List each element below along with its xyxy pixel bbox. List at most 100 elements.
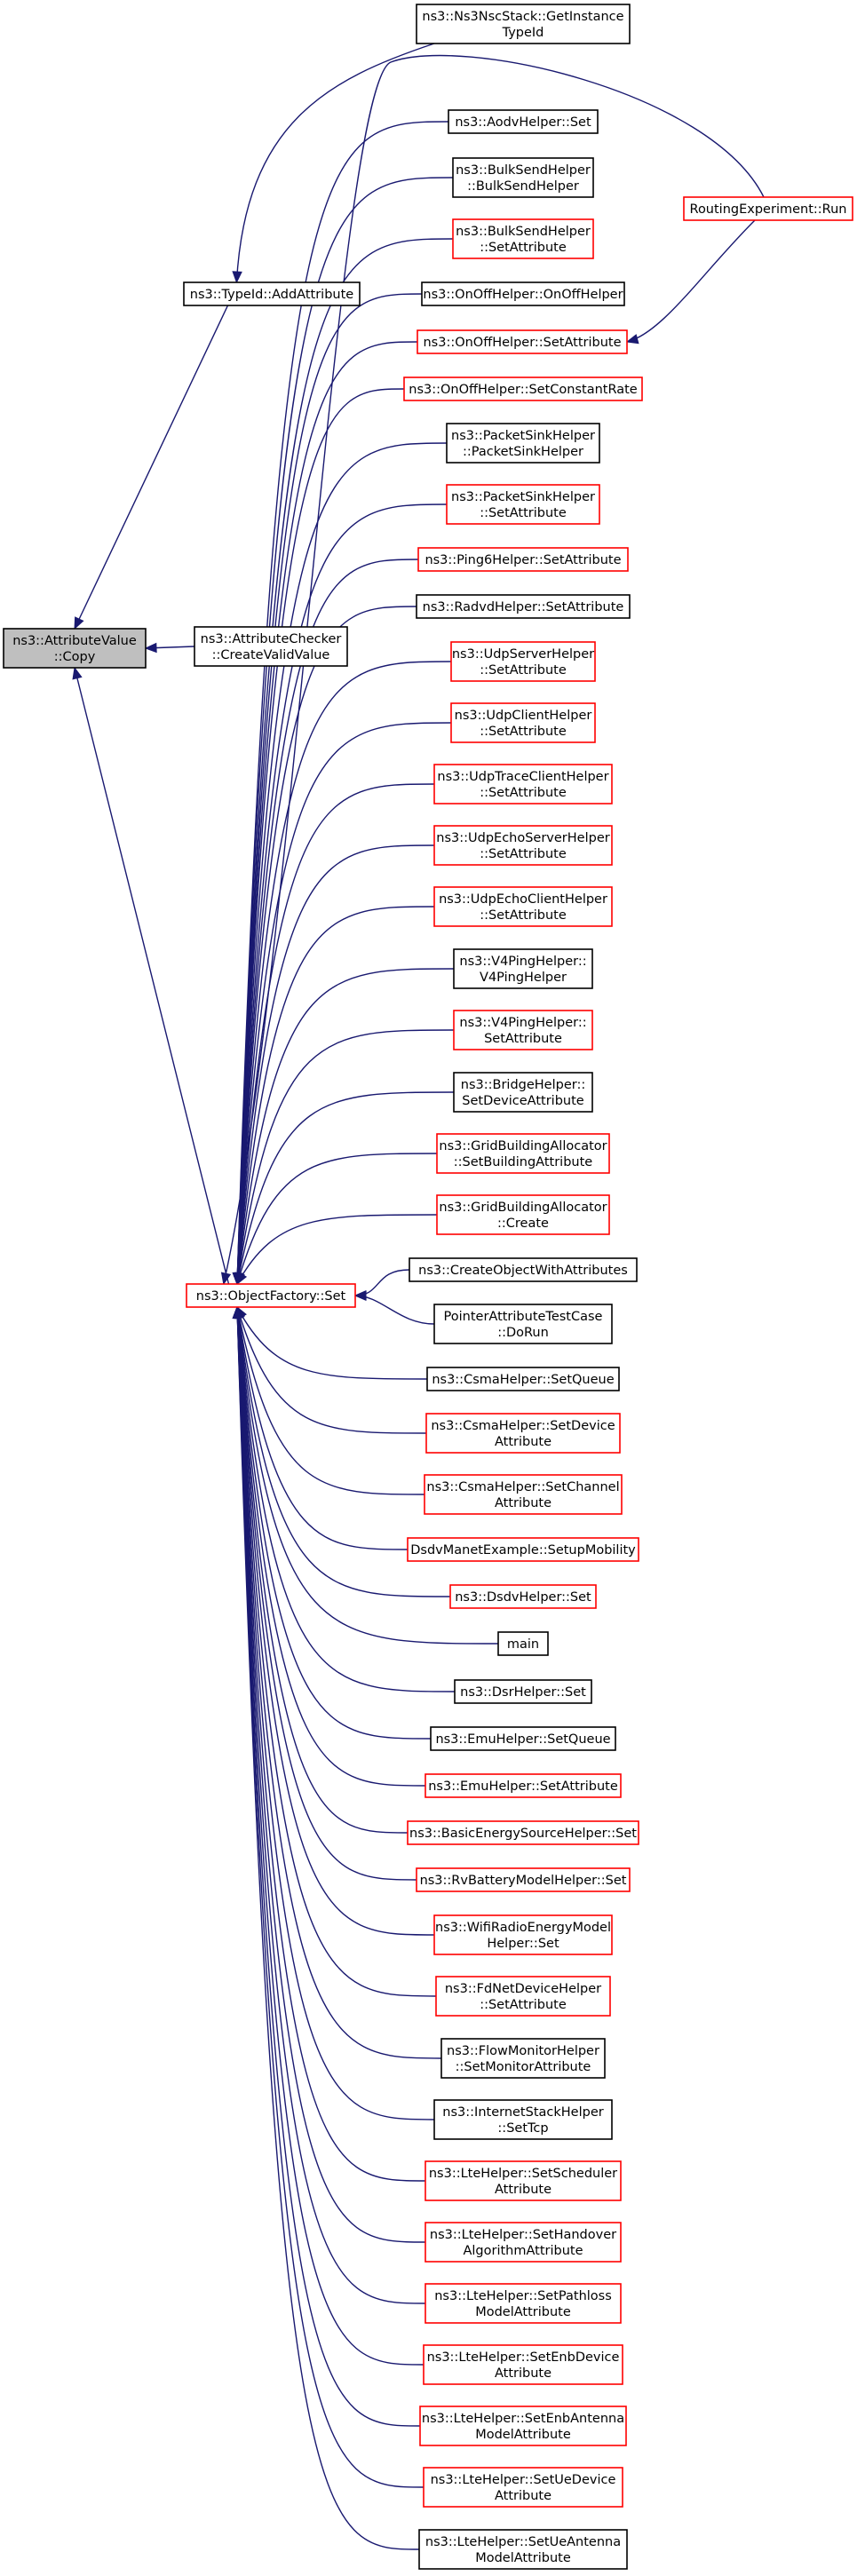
- node-box-udpclient: [450, 702, 596, 743]
- node-label-onoffset-0: ns3::OnOffHelper::SetAttribute: [423, 336, 621, 350]
- node-gridcreate[interactable]: ns3::GridBuildingAllocator::Create: [436, 1194, 610, 1235]
- node-rvbattery[interactable]: ns3::RvBatteryModelHelper::Set: [416, 1867, 631, 1892]
- node-fdnet[interactable]: ns3::FdNetDeviceHelper::SetAttribute: [435, 1976, 611, 2017]
- node-box-ping6: [417, 547, 629, 572]
- edge-routing-to-ofset: [223, 54, 765, 1285]
- edge-lteueant-to-ofset: [236, 1306, 420, 2550]
- node-label-onoffctor-0: ns3::OnOffHelper::OnOffHelper: [423, 288, 623, 302]
- node-box-lteenbant: [419, 2406, 627, 2446]
- node-box-rvbattery: [416, 1867, 631, 1892]
- node-v4ctor[interactable]: ns3::V4PingHelper::V4PingHelper: [453, 948, 593, 989]
- edge-addattr-to-copy: [74, 305, 229, 630]
- node-dsr[interactable]: ns3::DsrHelper::Set: [454, 1679, 592, 1704]
- node-udpechoclient[interactable]: ns3::UdpEchoClientHelper::SetAttribute: [433, 886, 613, 927]
- node-dsdvmanet[interactable]: DsdvManetExample::SetupMobility: [407, 1537, 639, 1562]
- node-box-onoffrate: [403, 376, 643, 401]
- node-basicenergy[interactable]: ns3::BasicEnergySourceHelper::Set: [407, 1820, 639, 1845]
- node-box-udptrace: [433, 764, 613, 805]
- node-routing[interactable]: RoutingExperiment::Run: [683, 196, 853, 221]
- node-label-lteenbdev-1: Attribute: [495, 2366, 551, 2381]
- node-gridset[interactable]: ns3::GridBuildingAllocator::SetBuildingA…: [436, 1133, 610, 1174]
- node-bridge[interactable]: ns3::BridgeHelper::SetDeviceAttribute: [453, 1072, 593, 1113]
- edge-aodv-to-ofset: [236, 121, 449, 1285]
- node-label-lteenbdev-0: ns3::LteHelper::SetEnbDevice: [427, 2350, 620, 2365]
- arrowhead-routing-to-onoffset: [625, 334, 639, 345]
- node-aodv[interactable]: ns3::AodvHelper::Set: [448, 109, 599, 134]
- edge-udptrace-to-ofset: [236, 783, 435, 1285]
- node-udpclient[interactable]: ns3::UdpClientHelper::SetAttribute: [450, 702, 596, 743]
- node-label-fdnet-1: ::SetAttribute: [480, 1998, 567, 2012]
- node-pktset[interactable]: ns3::PacketSinkHelper::SetAttribute: [446, 484, 600, 525]
- node-label-emuqueue-0: ns3::EmuHelper::SetQueue: [435, 1732, 610, 1747]
- node-ping6[interactable]: ns3::Ping6Helper::SetAttribute: [417, 547, 629, 572]
- node-radvd[interactable]: ns3::RadvdHelper::SetAttribute: [416, 594, 631, 619]
- edge-nsc-to-addattr: [235, 43, 435, 283]
- node-label-v4ctor-1: V4PingHelper: [480, 971, 567, 985]
- node-udpechoserver[interactable]: ns3::UdpEchoServerHelper::SetAttribute: [433, 825, 613, 866]
- node-checker[interactable]: ns3::AttributeChecker::CreateValidValue: [194, 626, 348, 667]
- node-pointertest[interactable]: PointerAttributeTestCase::DoRun: [433, 1304, 613, 1344]
- node-emuattr[interactable]: ns3::EmuHelper::SetAttribute: [425, 1773, 622, 1798]
- node-main[interactable]: main: [497, 1631, 549, 1656]
- node-lteenbant[interactable]: ns3::LteHelper::SetEnbAntennaModelAttrib…: [419, 2406, 627, 2446]
- edge-pointertest-to-ofset: [354, 1295, 435, 1325]
- arrowhead-lteueant-to-ofset: [232, 1305, 243, 1319]
- node-emuqueue[interactable]: ns3::EmuHelper::SetQueue: [430, 1726, 616, 1751]
- node-v4set[interactable]: ns3::V4PingHelper::SetAttribute: [453, 1010, 593, 1050]
- node-label-udpechoserver-1: ::SetAttribute: [480, 847, 567, 861]
- node-udpserver[interactable]: ns3::UdpServerHelper::SetAttribute: [450, 641, 596, 682]
- node-onoffset[interactable]: ns3::OnOffHelper::SetAttribute: [417, 329, 628, 354]
- edge-radvd-to-ofset: [236, 606, 417, 1285]
- node-label-ltepathloss-1: ModelAttribute: [475, 2305, 571, 2319]
- node-pktctor[interactable]: ns3::PacketSinkHelper::PacketSinkHelper: [446, 423, 600, 464]
- node-csmadevice[interactable]: ns3::CsmaHelper::SetDeviceAttribute: [425, 1413, 621, 1454]
- edge-pktctor-to-ofset: [236, 442, 448, 1285]
- node-label-radvd-0: ns3::RadvdHelper::SetAttribute: [423, 600, 624, 614]
- node-udptrace[interactable]: ns3::UdpTraceClientHelper::SetAttribute: [433, 764, 613, 805]
- node-label-bulkset-0: ns3::BulkSendHelper: [456, 225, 591, 239]
- node-bulkset[interactable]: ns3::BulkSendHelper::SetAttribute: [452, 218, 594, 259]
- edge-udpechoclient-to-ofset: [236, 906, 435, 1285]
- node-createobj[interactable]: ns3::CreateObjectWithAttributes: [409, 1257, 638, 1282]
- node-label-pktctor-1: ::PacketSinkHelper: [463, 445, 583, 459]
- node-label-csmadevice-1: Attribute: [495, 1435, 551, 1449]
- node-label-ofset-0: ns3::ObjectFactory::Set: [196, 1289, 346, 1304]
- edge-ltehandover-to-ofset: [236, 1306, 426, 2243]
- node-lteueant[interactable]: ns3::LteHelper::SetUeAntennaModelAttribu…: [418, 2529, 628, 2570]
- edge-udpechoserver-to-ofset: [236, 844, 435, 1285]
- node-box-dsdvset: [449, 1584, 597, 1609]
- node-dsdvset[interactable]: ns3::DsdvHelper::Set: [449, 1584, 597, 1609]
- node-box-gridset: [436, 1133, 610, 1174]
- node-bulkctor[interactable]: ns3::BulkSendHelper::BulkSendHelper: [452, 157, 594, 198]
- node-flowmon[interactable]: ns3::FlowMonitorHelper::SetMonitorAttrib…: [440, 2038, 606, 2079]
- node-label-v4ctor-0: ns3::V4PingHelper::: [459, 955, 586, 969]
- node-label-onoffrate-0: ns3::OnOffHelper::SetConstantRate: [409, 383, 638, 397]
- node-ltehandover[interactable]: ns3::LteHelper::SetHandoverAlgorithmAttr…: [425, 2222, 622, 2263]
- node-addattr[interactable]: ns3::TypeId::AddAttribute: [183, 281, 361, 306]
- node-label-ltesched-1: Attribute: [495, 2183, 551, 2197]
- node-label-ltuedev-1: Attribute: [495, 2489, 551, 2503]
- node-ofset[interactable]: ns3::ObjectFactory::Set: [186, 1283, 356, 1308]
- node-label-csmadevice-0: ns3::CsmaHelper::SetDevice: [431, 1419, 615, 1433]
- node-internettcp[interactable]: ns3::InternetStackHelper::SetTcp: [433, 2099, 613, 2140]
- node-copy[interactable]: ns3::AttributeValue::Copy: [3, 628, 147, 669]
- node-csmaqueue[interactable]: ns3::CsmaHelper::SetQueue: [426, 1367, 620, 1391]
- edge-onoffset-to-ofset: [236, 341, 418, 1285]
- node-box-addattr: [183, 281, 361, 306]
- node-label-wifiradio-1: Helper::Set: [487, 1937, 559, 1951]
- node-label-bulkctor-1: ::BulkSendHelper: [467, 179, 579, 194]
- node-label-ltehandover-1: AlgorithmAttribute: [463, 2244, 583, 2258]
- node-box-csmachannel: [424, 1474, 623, 1515]
- node-box-ltuedev: [423, 2467, 623, 2508]
- edge-gridcreate-to-ofset: [236, 1214, 438, 1285]
- node-onoffctor[interactable]: ns3::OnOffHelper::OnOffHelper: [421, 281, 625, 306]
- edge-internettcp-to-ofset: [236, 1306, 435, 2120]
- node-onoffrate[interactable]: ns3::OnOffHelper::SetConstantRate: [403, 376, 643, 401]
- node-ltepathloss[interactable]: ns3::LteHelper::SetPathlossModelAttribut…: [425, 2283, 622, 2324]
